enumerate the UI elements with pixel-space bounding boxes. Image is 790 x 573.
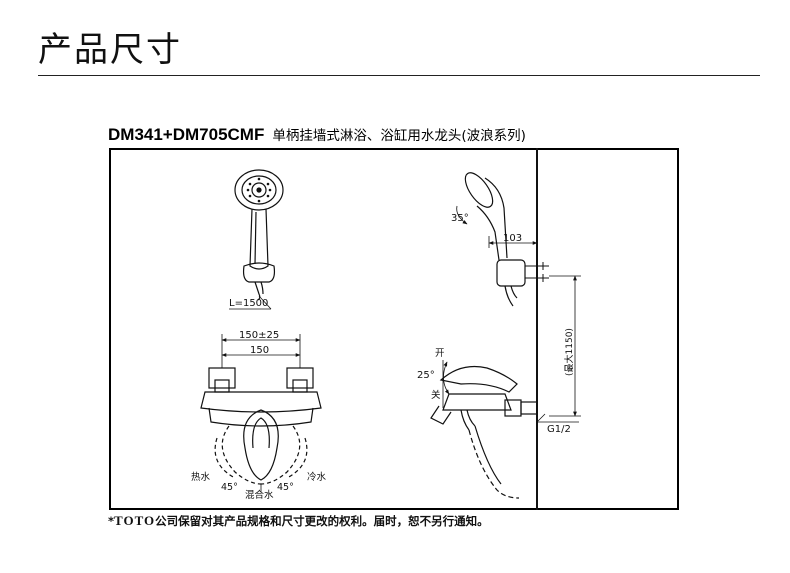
product-model: DM341+DM705CMF bbox=[108, 125, 265, 144]
hose-length-label: L=1500 bbox=[229, 298, 268, 309]
spray-angle-label: 35° bbox=[451, 213, 469, 224]
product-description: 单柄挂墙式淋浴、浴缸用水龙头(波浪系列) bbox=[272, 128, 526, 144]
drawing-canvas: L=1500 35° 103 (最大1150) bbox=[191, 148, 581, 510]
hot-angle-label: 45° bbox=[221, 482, 238, 493]
spray-angle-arc bbox=[456, 205, 468, 225]
cold-water-label: 冷水 bbox=[307, 471, 327, 483]
title-divider bbox=[38, 75, 760, 76]
hot-water-label: 热水 bbox=[191, 471, 211, 483]
close-label: 关 bbox=[431, 389, 441, 401]
max-height-label: (最大1150) bbox=[563, 328, 575, 376]
footnote-brand: TOTO bbox=[114, 513, 156, 528]
pipe-thread-label: G1/2 bbox=[547, 424, 571, 435]
center-range-label: 150±25 bbox=[239, 330, 279, 341]
lever-angle-arc bbox=[443, 361, 450, 395]
lever-angle-label: 25° bbox=[417, 370, 435, 381]
dimension-drawing: L=1500 35° 103 (最大1150) bbox=[109, 148, 679, 510]
product-heading: DM341+DM705CMF 单柄挂墙式淋浴、浴缸用水龙头(波浪系列) bbox=[108, 124, 526, 145]
pipe-thread-leader bbox=[536, 413, 546, 423]
shower-offset-label: 103 bbox=[503, 233, 522, 244]
cold-angle-label: 45° bbox=[277, 482, 294, 493]
mixer-side-view bbox=[430, 365, 538, 499]
footnote-text: 公司保留对其产品规格和尺寸更改的权利。届时，恕不另行通知。 bbox=[155, 514, 489, 528]
mixed-water-label: 混合水 bbox=[245, 489, 274, 501]
footnote-prefix: * bbox=[108, 514, 115, 528]
footnote: *TOTO公司保留对其产品规格和尺寸更改的权利。届时，恕不另行通知。 bbox=[108, 513, 489, 529]
mixer-front-view bbox=[200, 367, 322, 485]
center-distance-label: 150 bbox=[250, 345, 269, 356]
hand-shower-front-view bbox=[234, 169, 284, 301]
page-title: 产品尺寸 bbox=[38, 30, 182, 70]
hose-leader-tip bbox=[258, 295, 272, 310]
open-label: 开 bbox=[435, 348, 445, 359]
hand-shower-side-view bbox=[464, 172, 549, 307]
